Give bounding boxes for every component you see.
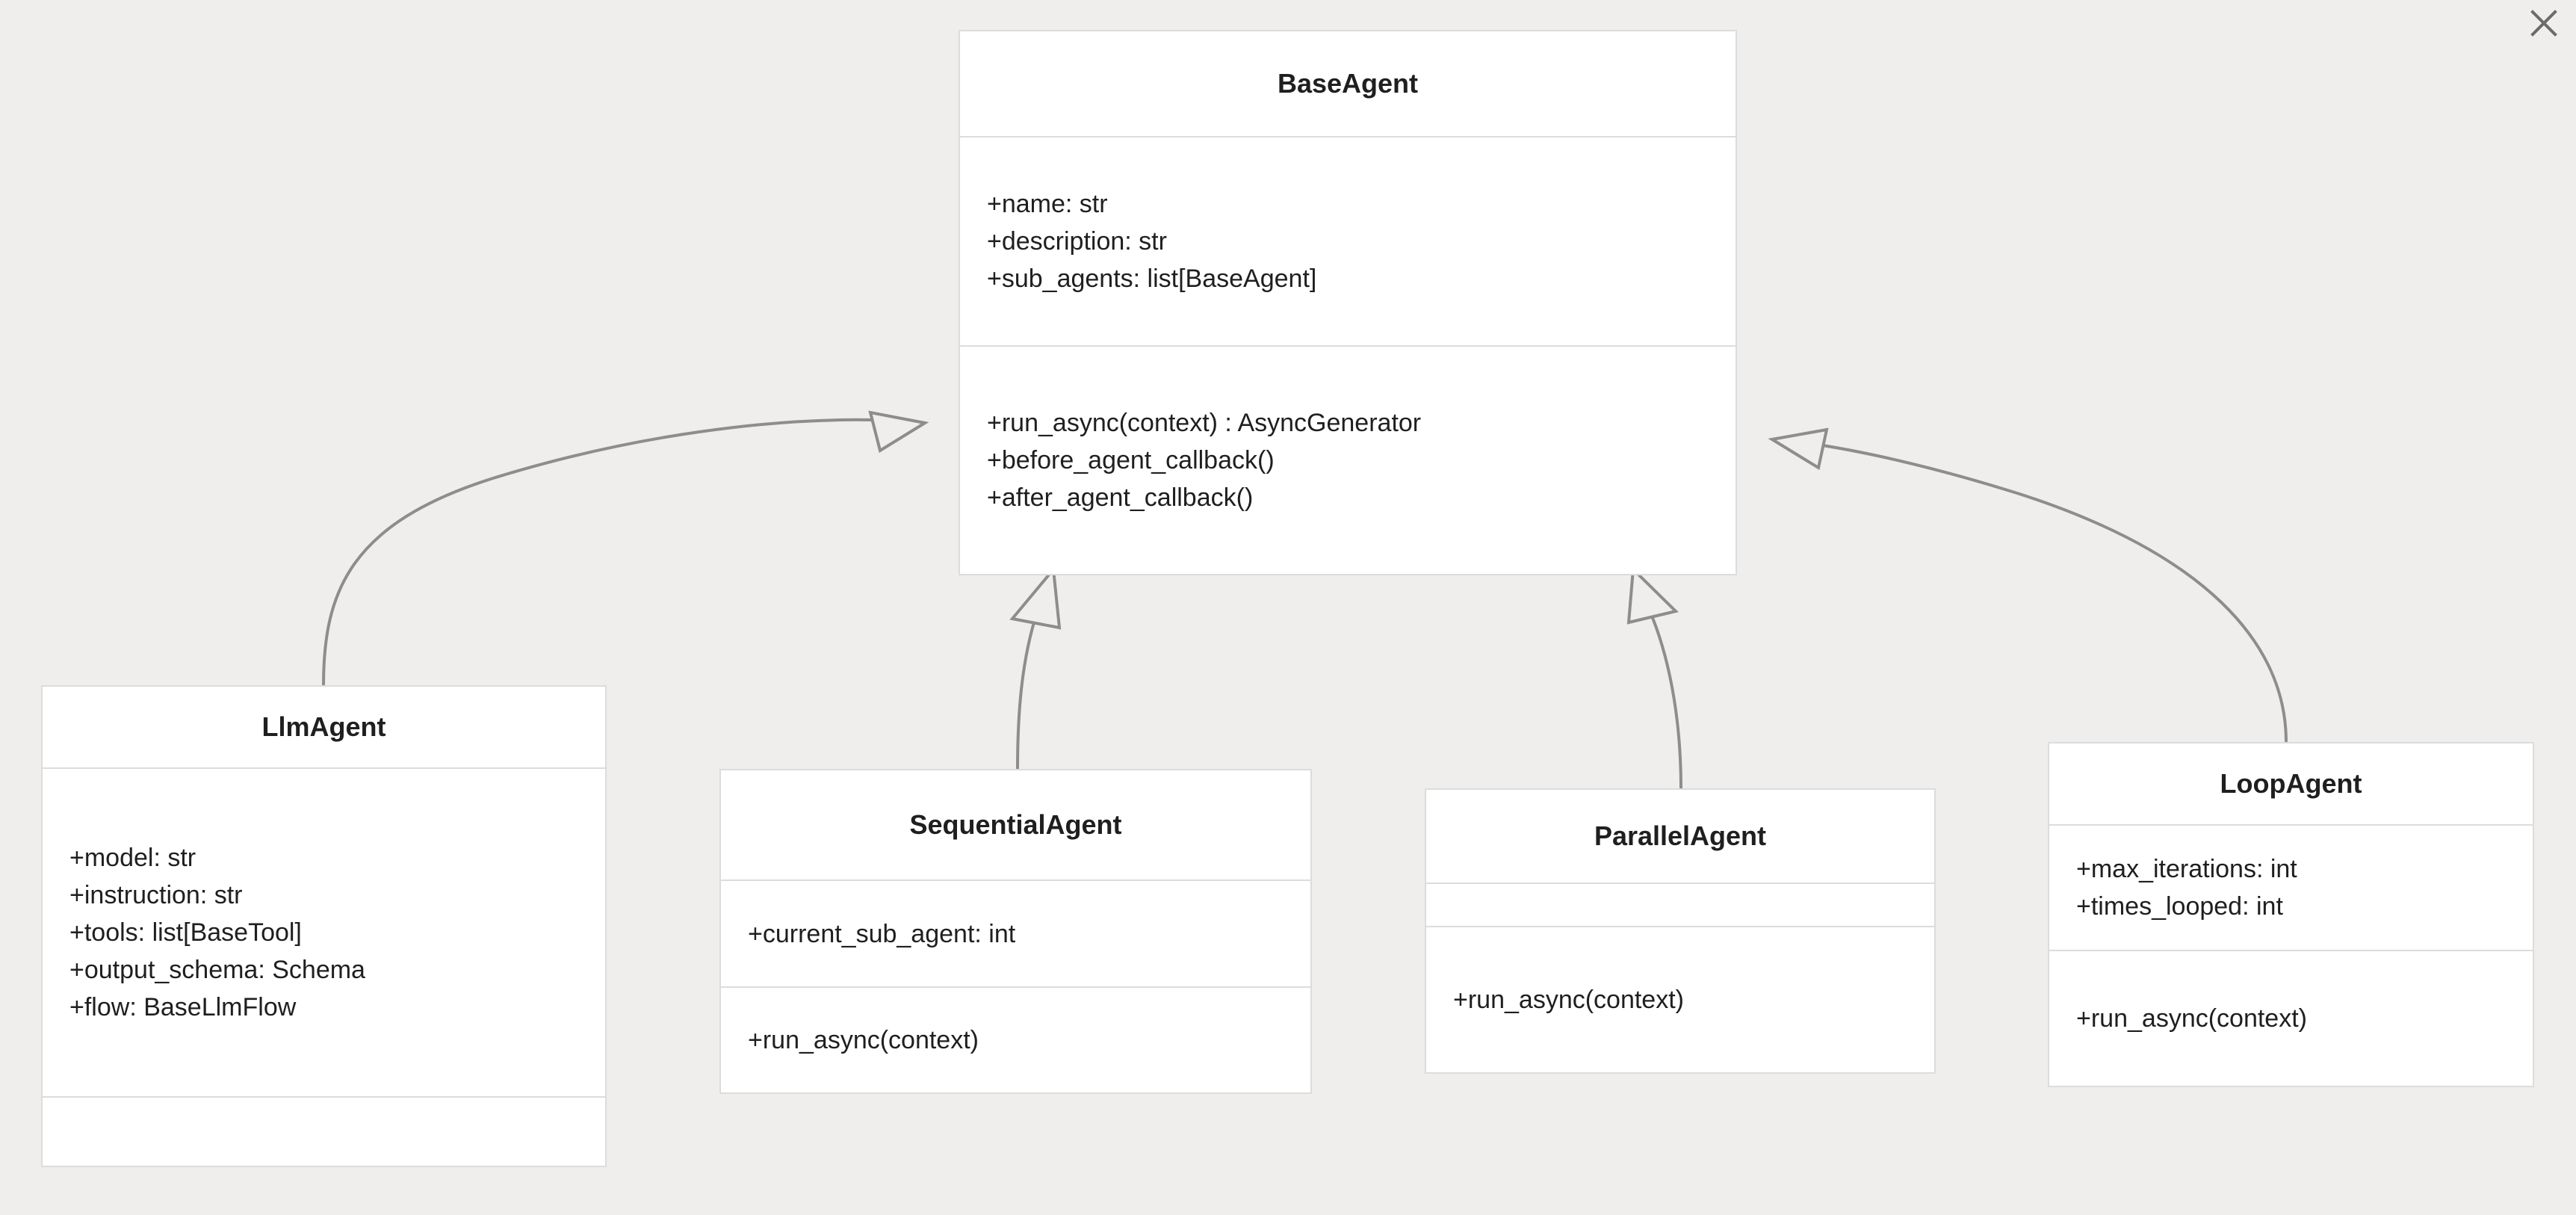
- class-member: +run_async(context): [748, 1026, 979, 1054]
- class-box-baseagent[interactable]: BaseAgent +name: str +description: str +…: [959, 30, 1737, 575]
- class-methods-baseagent: +run_async(context) : AsyncGenerator +be…: [960, 345, 1736, 574]
- class-methods-sequentialagent: +run_async(context): [721, 986, 1310, 1092]
- class-member: +run_async(context): [1453, 986, 1684, 1014]
- class-member: +model: str: [69, 844, 196, 872]
- class-box-loopagent[interactable]: LoopAgent +max_iterations: int +times_lo…: [2048, 742, 2534, 1087]
- class-member: +current_sub_agent: int: [748, 919, 1016, 948]
- close-icon[interactable]: [2527, 6, 2561, 40]
- class-member: +before_agent_callback(): [987, 446, 1275, 474]
- class-member: +run_async(context) : AsyncGenerator: [987, 409, 1422, 437]
- class-methods-parallelagent: +run_async(context): [1426, 926, 1934, 1072]
- edge-llmagent-to-baseagent: [322, 410, 929, 686]
- class-member: +run_async(context): [2076, 1004, 2307, 1033]
- class-member: +description: str: [987, 227, 1167, 256]
- class-attributes-parallelagent: [1426, 882, 1934, 926]
- class-title-llmagent: LlmAgent: [261, 711, 386, 742]
- edge-parallelagent-to-baseagent: [1626, 566, 1682, 789]
- class-member: +instruction: str: [69, 881, 243, 909]
- class-attributes-sequentialagent: +current_sub_agent: int: [721, 879, 1310, 986]
- edge-sequentialagent-to-baseagent: [1009, 566, 1062, 770]
- class-member: +output_schema: Schema: [69, 956, 365, 984]
- class-title-parallelagent: ParallelAgent: [1594, 820, 1767, 851]
- class-member: +flow: BaseLlmFlow: [69, 993, 297, 1021]
- class-member: +tools: list[BaseTool]: [69, 918, 302, 947]
- class-title-baseagent: BaseAgent: [1277, 68, 1419, 99]
- class-title-loopagent: LoopAgent: [2220, 768, 2362, 799]
- class-methods-loopagent: +run_async(context): [2049, 950, 2533, 1086]
- class-attributes-llmagent: +model: str +instruction: str +tools: li…: [43, 767, 605, 1096]
- class-box-sequentialagent[interactable]: SequentialAgent +current_sub_agent: int …: [719, 769, 1312, 1094]
- class-attributes-loopagent: +max_iterations: int +times_looped: int: [2049, 824, 2533, 950]
- class-member: +sub_agents: list[BaseAgent]: [987, 265, 1317, 293]
- edge-loopagent-to-baseagent: [1768, 427, 2288, 743]
- class-box-parallelagent[interactable]: ParallelAgent +run_async(context): [1425, 788, 1936, 1074]
- class-member: +after_agent_callback(): [987, 483, 1254, 512]
- class-member: +times_looped: int: [2076, 892, 2283, 921]
- class-methods-llmagent: [43, 1096, 605, 1166]
- class-attributes-baseagent: +name: str +description: str +sub_agents…: [960, 136, 1736, 345]
- class-member: +max_iterations: int: [2076, 855, 2297, 883]
- class-box-llmagent[interactable]: LlmAgent +model: str +instruction: str +…: [41, 685, 607, 1167]
- class-member: +name: str: [987, 190, 1108, 218]
- class-title-sequentialagent: SequentialAgent: [909, 809, 1122, 840]
